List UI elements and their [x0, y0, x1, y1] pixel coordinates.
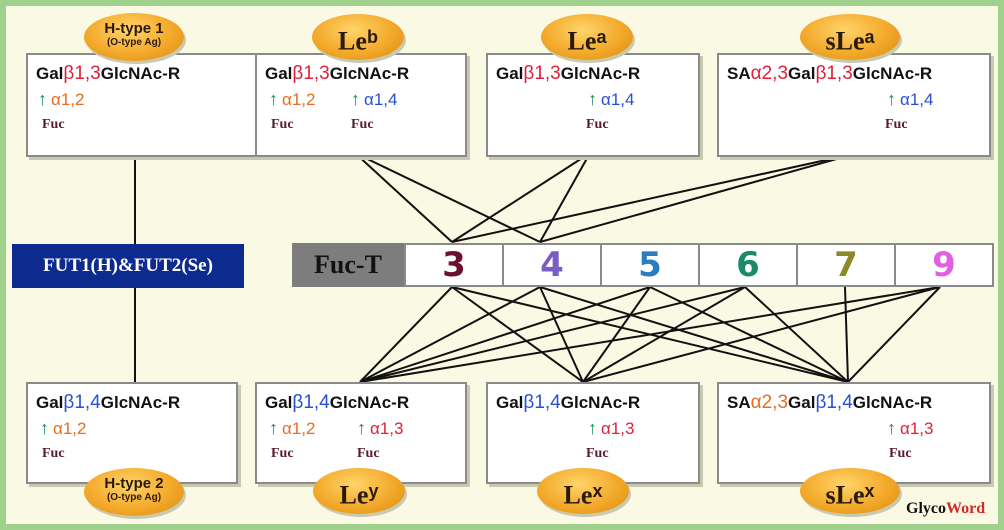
formula: Galβ1,4GlcNAc-R — [265, 392, 410, 413]
fuc-label: Fuc — [42, 446, 65, 461]
line-3-ley — [359, 286, 453, 383]
line-4-slex — [539, 286, 849, 383]
line-5-lex — [582, 286, 651, 383]
line-4-ley — [359, 286, 541, 383]
arrow-up-icon: ↑ — [887, 89, 896, 109]
fuc-label: Fuc — [586, 446, 609, 461]
fuc-label: Fuc — [889, 446, 912, 461]
fuc-label: Fuc — [351, 117, 374, 132]
linkage: ↑α1,2 — [269, 89, 316, 109]
line-lea-4 — [539, 152, 591, 243]
arrow-up-icon: ↑ — [269, 89, 278, 109]
formula: Galβ1,3GlcNAc-R — [265, 63, 410, 84]
structure-box-h-type1: Galβ1,3GlcNAc-R ↑α1,2 Fuc — [26, 53, 260, 157]
line-9-lex — [582, 286, 941, 383]
label-oval-slea: sLea — [800, 14, 900, 60]
arrow-up-icon: ↑ — [887, 418, 896, 438]
line-3-slex — [451, 286, 849, 383]
label-oval-h-type1: H-type 1(O-type Ag) — [84, 13, 184, 61]
line-5-slex — [649, 286, 849, 383]
linkage: ↑α1,4 — [887, 89, 934, 109]
fuc-t-3: 3 — [404, 243, 504, 287]
line-leb-4 — [354, 152, 541, 243]
arrow-up-icon: ↑ — [40, 418, 49, 438]
structure-box-slex: SAα2,3Galβ1,4GlcNAc-R ↑α1,3 Fuc — [717, 382, 991, 484]
fuc-t-label: Fuc-T — [292, 243, 404, 287]
formula: Galβ1,4GlcNAc-R — [36, 392, 181, 413]
line-4-lex — [539, 286, 584, 383]
linkage: ↑α1,4 — [588, 89, 635, 109]
arrow-up-icon: ↑ — [38, 89, 47, 109]
line-slea-4 — [539, 152, 859, 243]
fuc-label: Fuc — [271, 446, 294, 461]
line-leb-3 — [354, 152, 453, 243]
line-5-ley — [359, 286, 651, 383]
arrow-up-icon: ↑ — [357, 418, 366, 438]
fuc-label: Fuc — [885, 117, 908, 132]
label-oval-lex: Lex — [537, 468, 629, 514]
linkage: ↑α1,3 — [588, 418, 635, 438]
linkage: ↑α1,3 — [887, 418, 934, 438]
line-6-ley — [359, 286, 746, 383]
fuc-label: Fuc — [357, 446, 380, 461]
label-oval-slex: sLex — [800, 468, 900, 514]
fuc-label: Fuc — [586, 117, 609, 132]
fut1-fut2-label: FUT1(H)&FUT2(Se) — [12, 244, 244, 288]
line-6-lex — [582, 286, 746, 383]
linkage: ↑α1,2 — [38, 89, 85, 109]
label-oval-lea: Lea — [541, 14, 633, 60]
structure-box-lea: Galβ1,3GlcNAc-R ↑α1,4 Fuc — [486, 53, 700, 157]
line-lea-3 — [451, 152, 591, 243]
linkage: ↑α1,2 — [269, 418, 316, 438]
fuc-label: Fuc — [271, 117, 294, 132]
formula: Galβ1,3GlcNAc-R — [36, 63, 181, 84]
line-3-lex — [451, 286, 584, 383]
fuc-label: Fuc — [42, 117, 65, 132]
structure-box-lex: Galβ1,4GlcNAc-R ↑α1,3 Fuc — [486, 382, 700, 484]
line-6-slex — [744, 286, 849, 383]
fuc-t-9: 9 — [894, 243, 994, 287]
arrow-up-icon: ↑ — [588, 418, 597, 438]
glycoword-logo: GlycoWord — [906, 500, 986, 517]
formula: SAα2,3Galβ1,3GlcNAc-R — [727, 63, 933, 84]
label-oval-ley: Ley — [313, 468, 405, 514]
arrow-up-icon: ↑ — [588, 89, 597, 109]
linkage: ↑α1,2 — [40, 418, 87, 438]
arrow-up-icon: ↑ — [351, 89, 360, 109]
linkage: ↑α1,4 — [351, 89, 398, 109]
fuc-t-4: 4 — [502, 243, 602, 287]
line-9-slex — [847, 286, 941, 383]
fuc-t-5: 5 — [600, 243, 700, 287]
label-oval-h-type2: H-type 2(O-type Ag) — [84, 468, 184, 516]
linkage: ↑α1,3 — [357, 418, 404, 438]
formula: SAα2,3Galβ1,4GlcNAc-R — [727, 392, 933, 413]
formula: Galβ1,4GlcNAc-R — [496, 392, 641, 413]
arrow-up-icon: ↑ — [269, 418, 278, 438]
label-oval-leb: Leb — [312, 14, 404, 60]
line-slea-3 — [451, 152, 859, 243]
structure-box-ley: Galβ1,4GlcNAc-R ↑α1,2 ↑α1,3 Fuc Fuc — [255, 382, 467, 484]
structure-box-h-type2: Galβ1,4GlcNAc-R ↑α1,2 Fuc — [26, 382, 238, 484]
formula: Galβ1,3GlcNAc-R — [496, 63, 641, 84]
structure-box-leb: Galβ1,3GlcNAc-R ↑α1,2 ↑α1,4 Fuc Fuc — [255, 53, 467, 157]
fuc-t-7: 7 — [796, 243, 896, 287]
line-7-slex — [844, 286, 849, 383]
structure-box-slea: SAα2,3Galβ1,3GlcNAc-R ↑α1,4 Fuc — [717, 53, 991, 157]
fuc-t-6: 6 — [698, 243, 798, 287]
